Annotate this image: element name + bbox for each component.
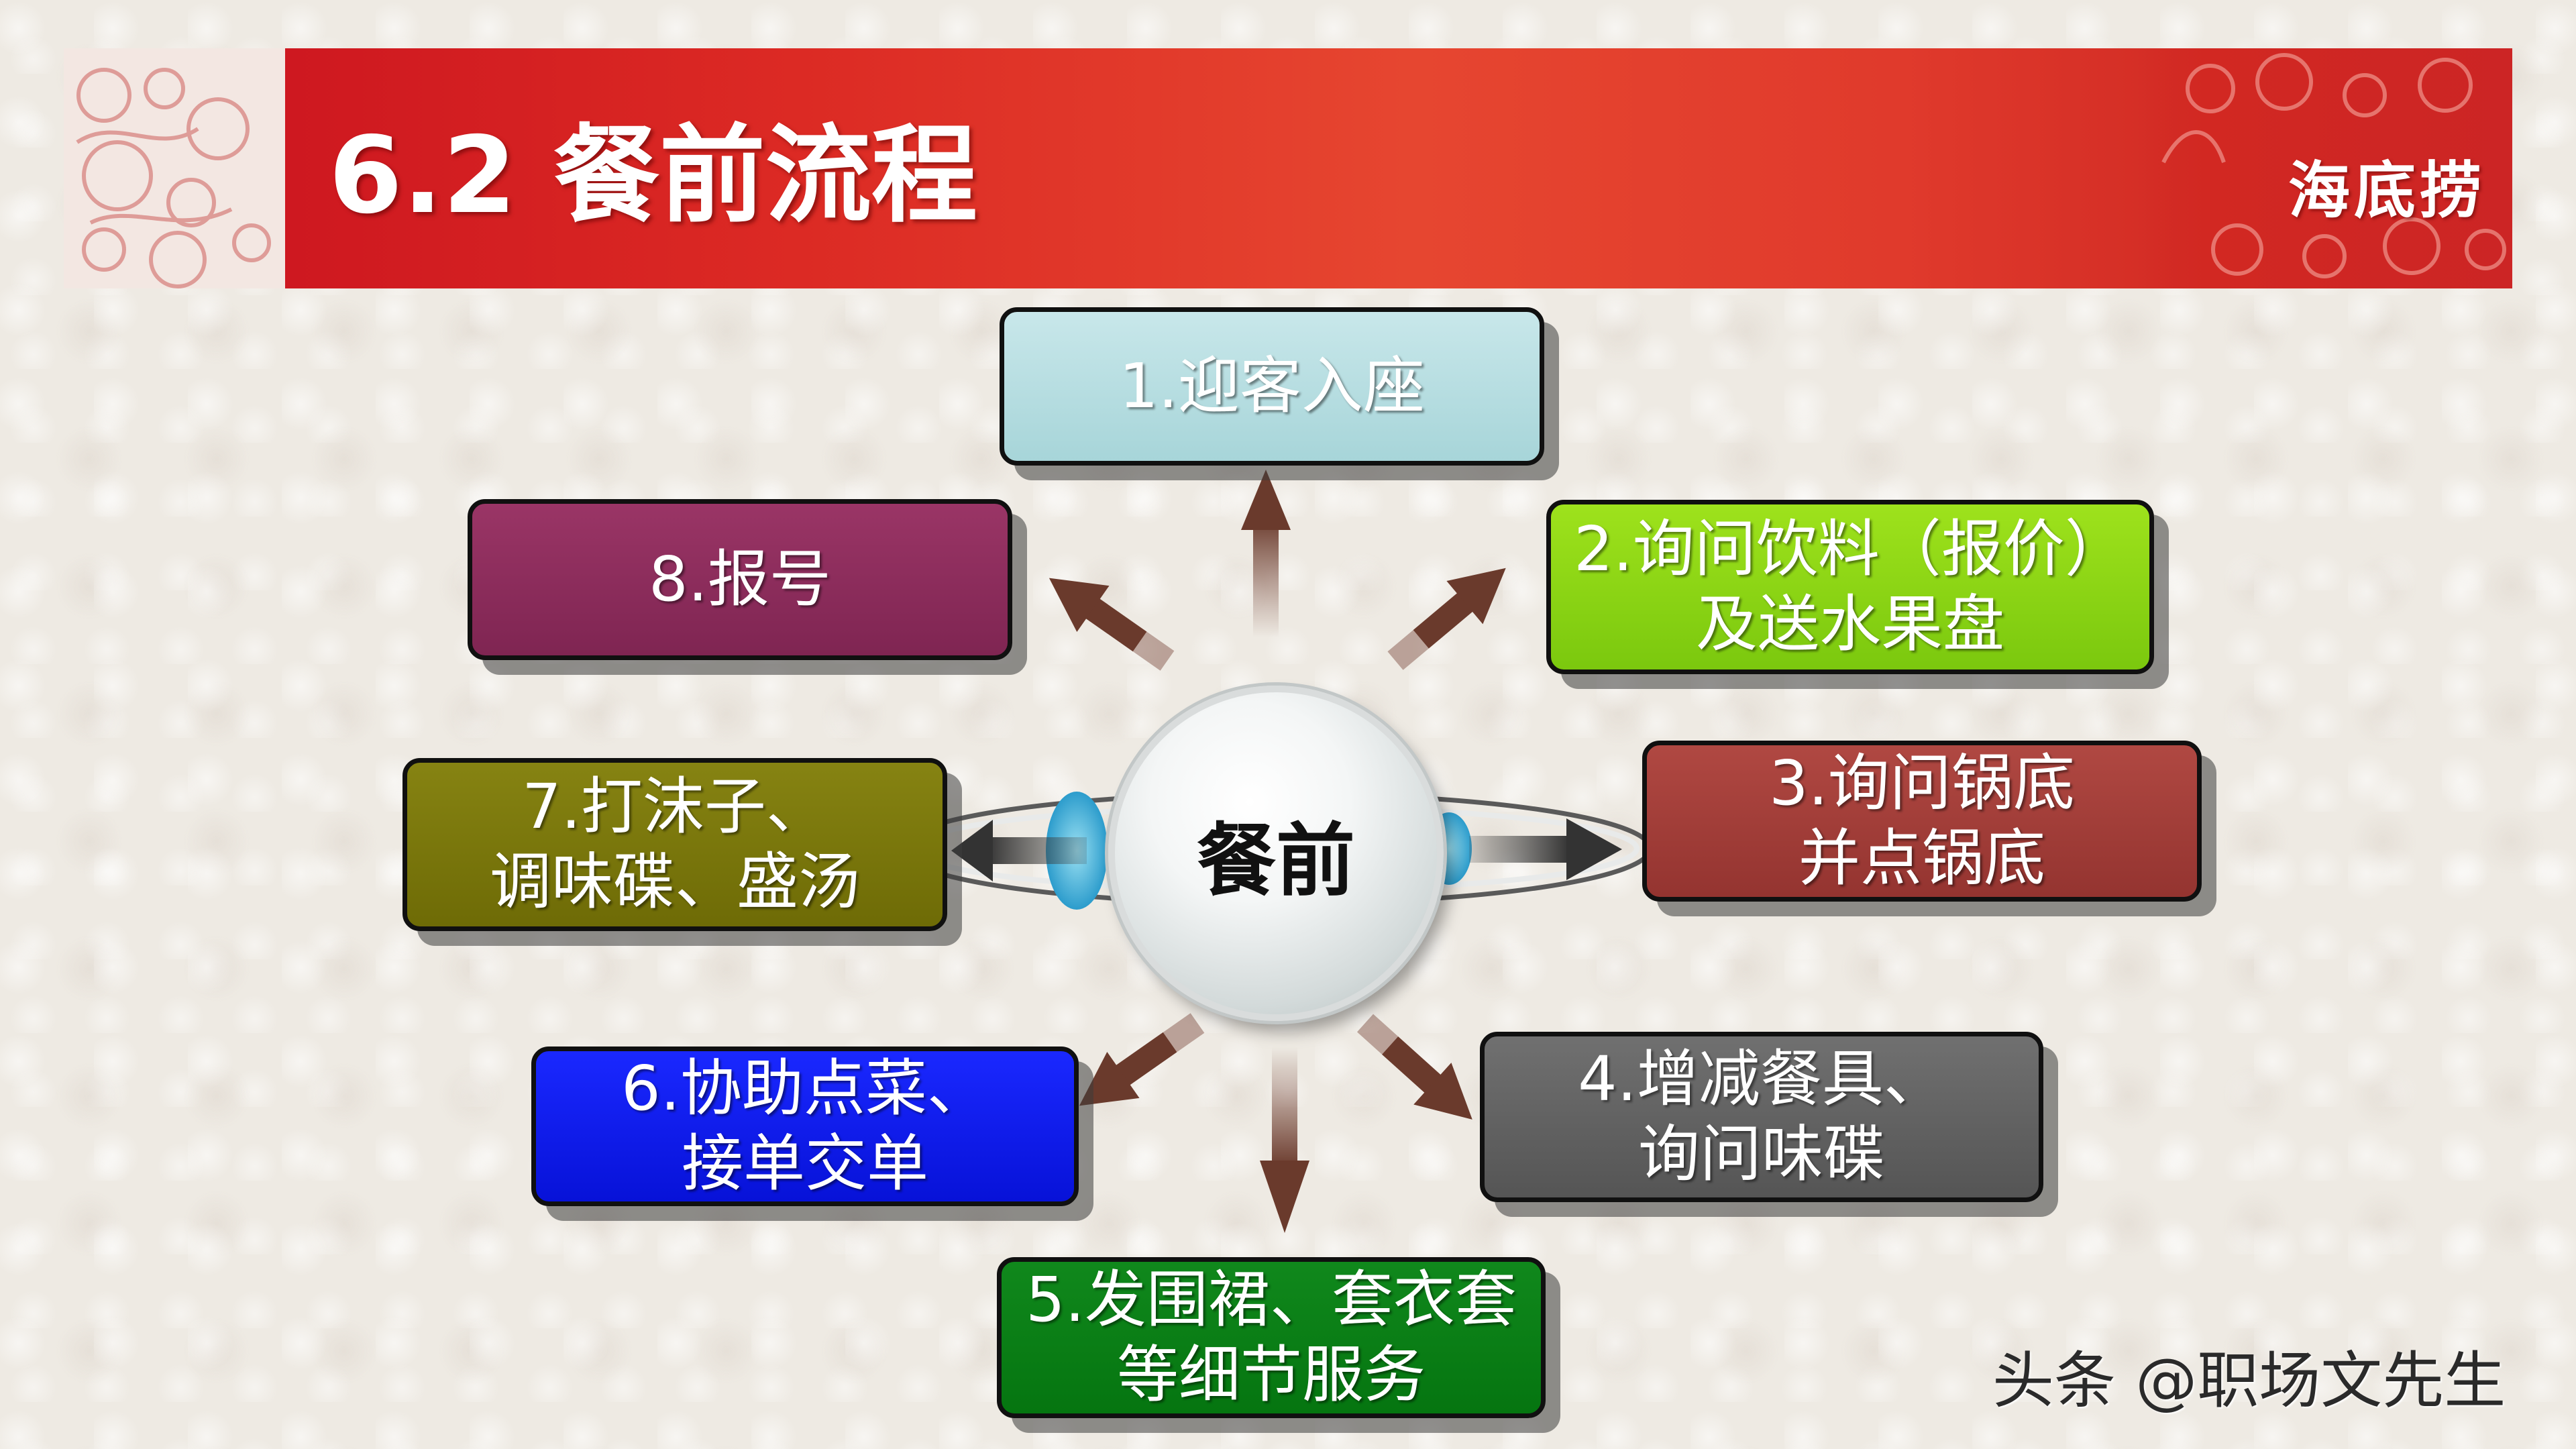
arrow-to-step-2 [1377,547,1524,683]
step-label: 8.报号 [649,542,831,617]
arrow-to-step-6 [1063,1000,1214,1129]
step-box-5-apron-service: 5.发围裙、套衣套 等细节服务 [997,1257,1546,1418]
arrow-to-step-5 [1260,1046,1309,1233]
step-box-2-drinks-fruit: 2.询问饮料（报价） 及送水果盘 [1546,500,2154,674]
step-label: 5.发围裙、套衣套 等细节服务 [1026,1263,1517,1413]
step-label: 7.打沫子、 调味碟、盛汤 [490,769,860,920]
step-box-8-call-number: 8.报号 [468,499,1012,660]
step-box-7-skim-sauce-soup: 7.打沫子、 调味碟、盛汤 [402,758,947,931]
step-label: 4.增减餐具、 询问味碟 [1578,1042,1945,1192]
step-box-1-greet-seat: 1.迎客入座 [1000,307,1544,466]
watermark: 头条 @职场文先生 [1992,1331,2506,1420]
step-label: 2.询问饮料（报价） 及送水果盘 [1574,512,2127,662]
arrow-to-step-4 [1346,1002,1491,1140]
center-label: 餐前 [1197,796,1355,911]
arrow-to-step-1 [1241,470,1291,637]
step-label: 1.迎客入座 [1119,349,1425,424]
arrow-to-step-8 [1033,555,1183,684]
step-label: 6.协助点菜、 接单交单 [621,1051,989,1201]
center-node: 餐前 [1108,686,1444,1021]
step-box-4-tableware: 4.增减餐具、 询问味碟 [1480,1032,2043,1202]
step-label: 3.询问锅底 并点锅底 [1769,746,2075,896]
step-box-6-ordering: 6.协助点菜、 接单交单 [531,1046,1079,1206]
step-box-3-soup-base: 3.询问锅底 并点锅底 [1642,741,2202,902]
